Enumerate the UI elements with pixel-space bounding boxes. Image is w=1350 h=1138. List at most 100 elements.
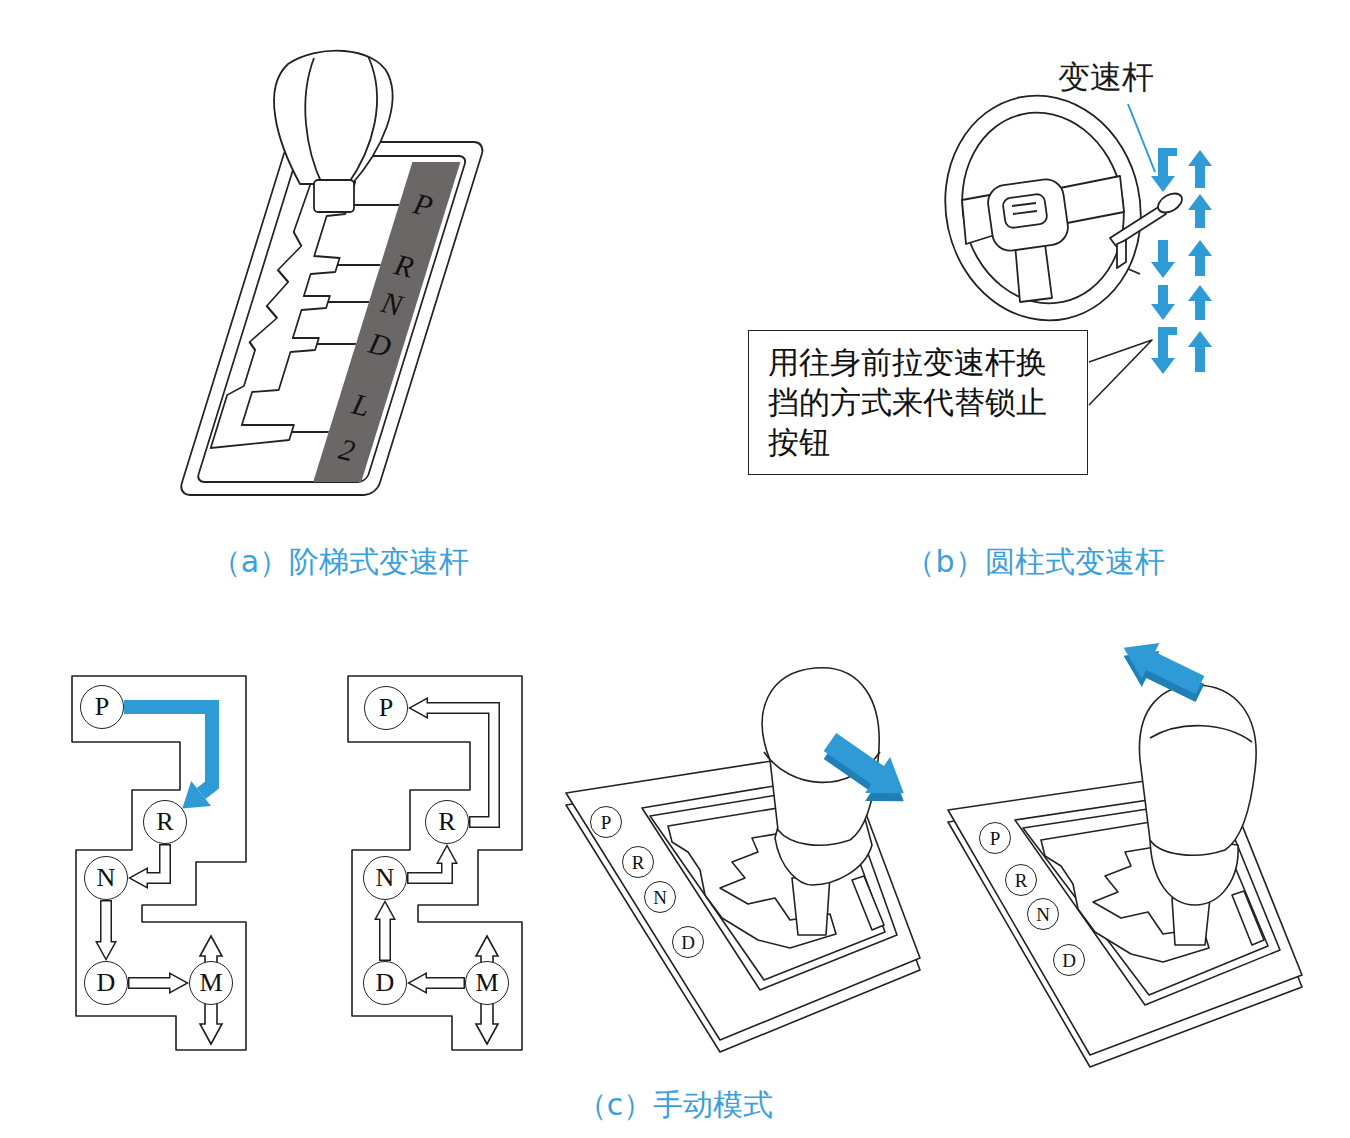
label-holder: （a）阶梯式变速杆 [90,544,590,580]
gear-badge: P [979,822,1011,854]
gear-badge: D [1053,944,1085,976]
gear-letter: D [681,933,695,952]
label-holder: （b）圆柱式变速杆 [785,544,1285,580]
move-arrow [824,733,904,793]
gear-badge: N [644,881,676,913]
part-label: 变速杆 [1058,58,1198,96]
motion-arrow [1188,150,1212,188]
shifter-3d [566,668,920,1052]
shift-gate [72,676,522,1050]
connector-line [124,707,212,794]
arrow-head-fill [410,975,426,992]
connector-fill [102,902,111,944]
wheel-spoke [1015,244,1052,302]
gear-circle: R [425,800,469,844]
gear-circle: M [465,961,509,1005]
callout-box: 用往身前拉变速杆换挡的方式来代替锁止按钮 [748,330,1088,475]
stepped-shifter [178,51,485,495]
gear-letter: R [1015,871,1028,890]
lever-knob [1155,190,1186,217]
shift-plate [178,142,485,495]
gear-letter: N [376,865,395,891]
arrow-head-fill [171,975,187,992]
motion-arrow [1151,152,1175,192]
band-fill [313,162,460,482]
gear-circle: R [143,800,187,844]
arrow-head [95,941,117,961]
arrow-head-fill [411,700,427,717]
connector-fill [425,979,464,988]
gear-badge: R [1005,864,1037,896]
wheel-hub [986,177,1070,253]
gear-letter: P [990,829,1001,848]
arrow-head [436,844,458,864]
sub-caption: （c）手动模式 [425,1087,925,1123]
gear-band: PRNDL2 [313,160,463,484]
motion-arrow [1188,240,1212,276]
plate-inner [196,156,467,482]
lever-stalk [1117,240,1126,268]
callout-text: 用往身前拉变速杆换挡的方式来代替锁止按钮 [768,342,1067,462]
arrow-head [374,900,396,920]
wheel-spoke [1060,176,1124,224]
gear-badge: P [590,806,622,838]
hollow-arrow [128,972,189,994]
gear-badge: D [672,926,704,958]
hollow-arrow [374,900,396,961]
gear-circle: D [363,961,407,1005]
shift-gate [348,676,522,1050]
motion-arrow [1128,104,1212,374]
gear-letter: N [653,888,667,907]
gear-letter: R [156,809,173,835]
gear-letter: M [199,970,222,996]
arrow-head [182,781,211,808]
plate-outer [178,142,485,495]
hollow-arrow [200,936,498,1044]
column-lever [1110,206,1166,246]
side-slot [852,876,884,930]
arrow-head-fill [439,847,456,863]
gear-letter: P [601,813,612,832]
hollow-arrow [200,1003,222,1044]
gear-letter: P [379,695,393,721]
gear-letter: D [1062,951,1076,970]
move-arrow [1124,643,1205,694]
gear-letter: R [632,853,645,872]
sub-caption: （a）阶梯式变速杆 [90,544,590,580]
hollow-arrow [407,844,458,878]
gear-letter: P [95,694,109,720]
knob-base [314,180,354,212]
arrow-head-fill [131,870,147,887]
motion-arrow [1188,331,1212,372]
leader-line [1128,104,1155,172]
knob-seam [1150,726,1252,742]
hub-mark [1012,203,1037,214]
gear-letter: M [475,970,498,996]
wheel-rim [925,77,1162,338]
gear-badge: N [1027,898,1059,930]
hollow-arrow [95,900,117,961]
arrow-head [128,867,148,889]
shift-gate [72,676,246,1050]
label-holder: （c）手动模式 [425,1087,925,1123]
arrow-head [408,697,428,719]
motion-arrow [1151,331,1175,374]
arrow-head [407,972,427,994]
hollow-arrow [476,936,498,963]
gear-circle: P [364,686,408,730]
shift-knob [1139,685,1256,855]
hollow-arrow [407,972,465,994]
shift-knob [274,51,393,184]
arrow-head [169,972,189,994]
gear-circle: M [189,961,233,1005]
gear-circle: N [363,856,407,900]
sub-caption: （b）圆柱式变速杆 [785,544,1285,580]
hollow-arrow [476,1003,498,1044]
motion-arrow [1188,285,1212,320]
motion-arrow [1158,327,1177,335]
motion-arrow [1151,240,1175,278]
motion-arrow [1158,148,1177,156]
connector-fill [409,862,448,878]
connector-fill [130,979,172,988]
